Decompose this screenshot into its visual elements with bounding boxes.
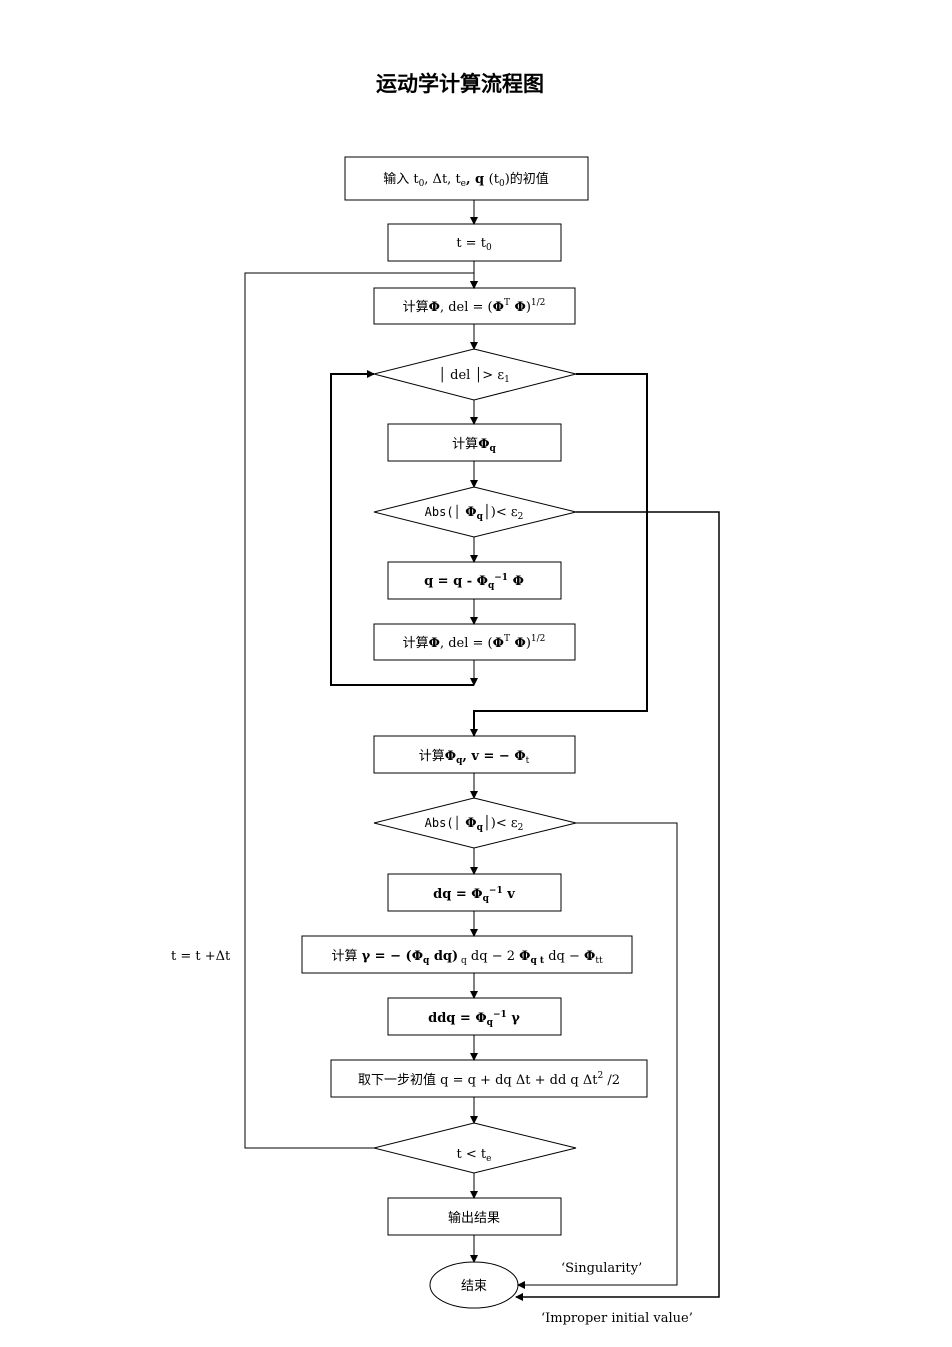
ddq-box (387, 997, 562, 1036)
del-check-text: │ del │> ε1 (438, 366, 510, 385)
compute-phi-text-1: 计算Φ, del = (ΦT Φ)1/2 (403, 298, 546, 315)
output-box (387, 1197, 562, 1236)
dq-text: dq = Φq−1 v (433, 886, 515, 904)
compute-phiq-box (387, 423, 562, 462)
converged-path-line (470, 373, 648, 737)
t-check-text: t < te (457, 1147, 492, 1164)
next-step-box (330, 1059, 648, 1098)
gamma-text: 计算 γ = − (Φq dq) q dq − 2 Φq t dq − Φtt (331, 949, 603, 966)
dq-box (387, 873, 562, 912)
compute-phi-text-2: 计算Φ, del = (ΦT Φ)1/2 (403, 634, 546, 651)
page-title: 运动学计算流程图 (376, 72, 544, 96)
input-text: 输入 t0, Δt, te, q (t0)的初值 (383, 171, 549, 189)
singularity-label: ‘Singularity’ (561, 1261, 642, 1276)
improper-line (515, 511, 720, 1301)
gamma-box (301, 935, 633, 974)
improper-label: ‘Improper initial value’ (541, 1311, 693, 1326)
time-loop-line (244, 272, 478, 1149)
time-increment-label: t = t +Δt (171, 949, 231, 964)
output-text: 输出结果 (448, 1210, 500, 1226)
inner-loop-line (330, 370, 474, 686)
ddq-text: ddq = Φq−1 γ (428, 1010, 520, 1028)
q-update-text: q = q - Φq−1 Φ (424, 573, 524, 591)
singularity-line (517, 822, 678, 1289)
next-step-text: 取下一步初值 q = q + dq Δt + dd q Δt2 /2 (358, 1071, 620, 1088)
t-init-text: t = t0 (456, 236, 492, 253)
abs-check-text-2: Abs(│ Φq│)< ε2 (425, 814, 524, 833)
compute-v-text: 计算Φq, v = − Φt (419, 749, 530, 766)
input-box (344, 156, 589, 201)
compute-phi-box-2 (373, 623, 576, 661)
compute-phiq-text: 计算Φq (452, 437, 496, 454)
q-update-box (387, 561, 562, 600)
abs-check-text-1: Abs(│ Φq│)< ε2 (425, 503, 524, 522)
end-text: 结束 (461, 1279, 487, 1294)
